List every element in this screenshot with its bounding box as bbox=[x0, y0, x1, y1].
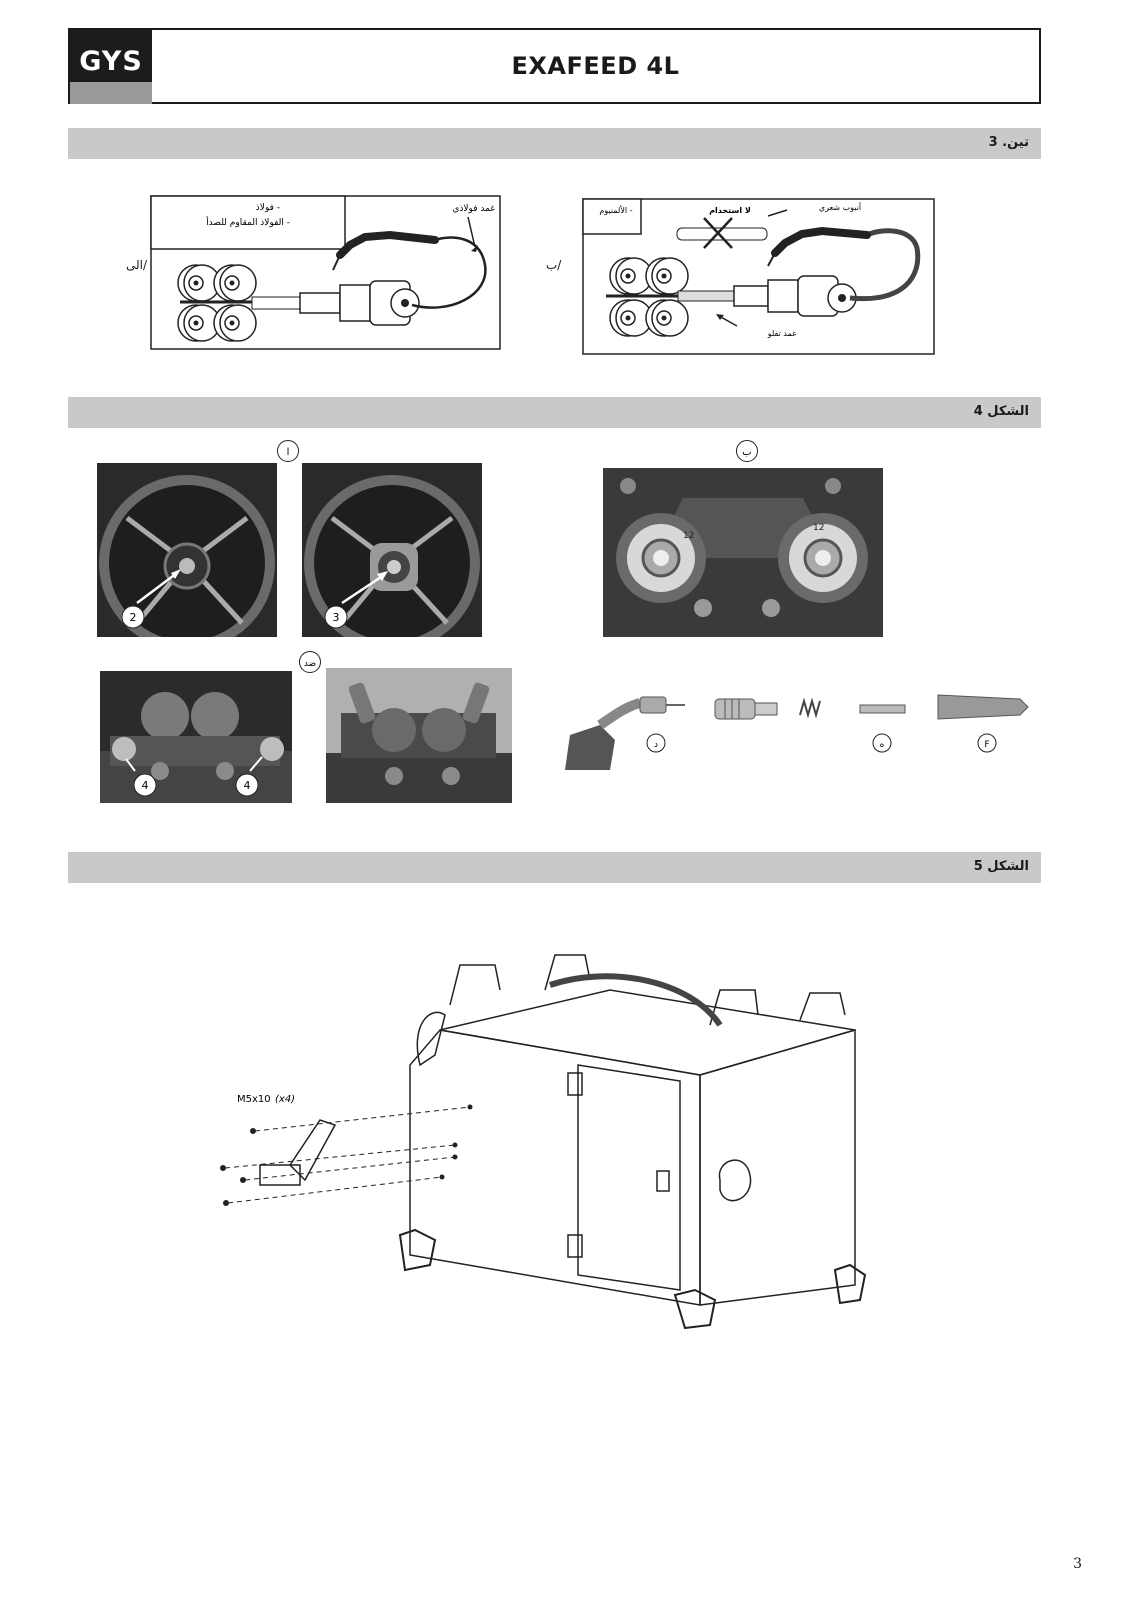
page-header: GYS EXAFEED 4L bbox=[68, 28, 1041, 104]
part-f-label: F bbox=[984, 740, 989, 750]
logo-accent-bar bbox=[70, 82, 152, 104]
page-number: 3 bbox=[1073, 1556, 1082, 1572]
section-label-fig5: الشكل 5 bbox=[973, 859, 1029, 874]
fig4-c-label: ضد bbox=[304, 659, 316, 669]
fig3-left-arrow-label: غمد فولاذي bbox=[452, 204, 495, 214]
callout-3: 3 bbox=[333, 611, 340, 624]
roller-mark-left: 12 bbox=[683, 531, 694, 541]
screw-qty: (x4) bbox=[275, 1094, 295, 1105]
fig3-left-box-line1: فولاذ - bbox=[256, 203, 280, 213]
spool-photo-1: 2 bbox=[97, 463, 277, 637]
tension-photo-1: 4 4 bbox=[100, 671, 292, 803]
torch-parts: د ه F bbox=[565, 694, 1029, 770]
spool-photo-2: 3 bbox=[302, 463, 482, 637]
section-band-fig5: الشكل 5 bbox=[68, 852, 1041, 883]
fig3-right-box-line1: الألمنيوم - bbox=[599, 205, 632, 215]
fig3-right-no-use-label: لا استخدام bbox=[709, 206, 751, 215]
section-band-fig4: الشكل 4 bbox=[68, 397, 1041, 428]
fig4-c-badge: ضد bbox=[299, 651, 321, 673]
section-label-fig4: الشكل 4 bbox=[973, 404, 1029, 419]
roller-mark-right: 12 bbox=[813, 523, 824, 533]
part-e-label: ه bbox=[880, 740, 885, 750]
fig3-right-diagram: الألمنيوم - لا استخدام أنبوب شعري غمد تف… bbox=[582, 198, 935, 355]
roller-photo: 12 12 bbox=[603, 468, 883, 637]
document-title: EXAFEED 4L bbox=[511, 52, 680, 80]
fig4-a-badge: ا bbox=[277, 440, 299, 462]
gys-logo: GYS bbox=[70, 30, 152, 104]
fig4-b-label: ب bbox=[742, 447, 751, 458]
logo-text: GYS bbox=[79, 46, 143, 77]
fig3-left-diagram: فولاذ - الفولاذ المقاوم للصدأ - غمد فولا… bbox=[150, 195, 501, 350]
fig3-right-side-label: /ب bbox=[546, 258, 562, 272]
part-d-label: د bbox=[654, 740, 658, 750]
callout-2: 2 bbox=[130, 611, 137, 624]
fig3-left-side-label: /الى bbox=[126, 258, 148, 272]
fig3-right-sheath-label: غمد تفلو bbox=[767, 329, 797, 338]
callout-4-right: 4 bbox=[244, 779, 251, 792]
section-band-fig3: تين. 3 bbox=[68, 128, 1041, 159]
callout-4-left: 4 bbox=[142, 779, 149, 792]
section-label-fig3: تين. 3 bbox=[988, 135, 1029, 150]
fig3-right-capillary-label: أنبوب شعري bbox=[819, 202, 861, 212]
tension-photo-2 bbox=[326, 668, 512, 803]
screw-label: M5x10 bbox=[237, 1094, 271, 1105]
fig4-b-badge: ب bbox=[736, 440, 758, 462]
fig3-left-box-line2: الفولاذ المقاوم للصدأ - bbox=[206, 216, 290, 228]
fig4-a-label: ا bbox=[287, 447, 290, 458]
fig5-drawing: M5x10 (x4) bbox=[220, 954, 867, 1330]
